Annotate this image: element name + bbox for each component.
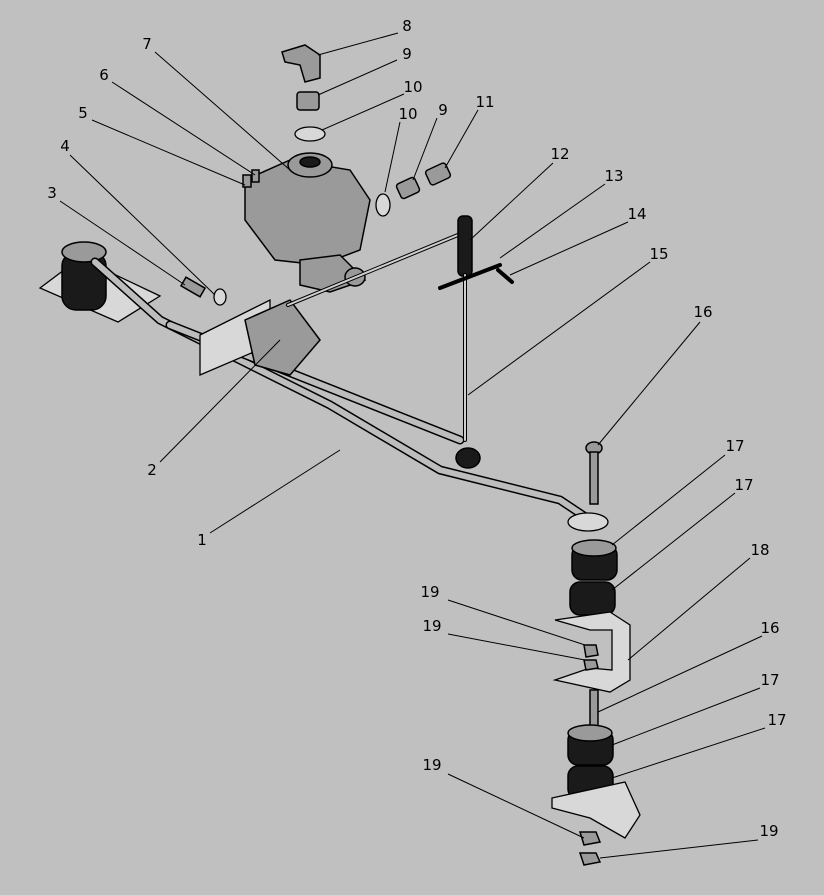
callout-19c: 19 [422,756,442,774]
callout-10b: 10 [398,105,418,123]
callout-18: 18 [750,541,770,559]
cotter-pin-14 [496,268,514,284]
callout-17a: 17 [725,437,745,455]
lower-mount-plate [551,781,641,839]
callout-3: 3 [47,184,57,202]
callout-17d: 17 [767,711,787,729]
bushing-17a-top [571,539,617,557]
bracket-18 [552,611,631,693]
callout-16: 16 [693,303,713,321]
callout-7: 7 [142,35,152,53]
callout-16b: 16 [760,619,780,637]
rod-end-12 [457,215,473,277]
nut-6 [251,169,260,183]
lever-end-eye [567,512,609,532]
clip-13 [438,263,502,290]
callout-15: 15 [649,245,669,263]
washer-10b [375,193,391,217]
callout-12: 12 [550,145,570,163]
left-bushing-top [61,241,107,263]
elbow-fitting-8 [281,44,321,83]
nut-19d [578,852,602,866]
callout-17c: 17 [760,671,780,689]
lever-1-highlight [92,259,593,523]
callout-13: 13 [604,167,624,185]
bolt-3 [179,276,207,298]
valve-rod-highlight [287,229,471,306]
callout-19a: 19 [420,583,440,601]
callout-19b: 19 [422,617,442,635]
callout-14: 14 [627,205,647,223]
callout-9b: 9 [438,101,448,119]
callout-5: 5 [78,104,88,122]
callout-17b: 17 [734,476,754,494]
callout-9: 9 [402,45,412,63]
callout-19d: 19 [759,822,779,840]
callout-11: 11 [475,93,495,111]
nut-19a [583,644,599,658]
nut-19c [578,831,602,846]
bolt-16-lower [589,689,599,731]
callout-4: 4 [60,137,70,155]
ring-4 [213,288,227,306]
bolt-16-shank [589,451,599,505]
nut-19b [583,659,599,671]
bushing-17b [569,581,616,616]
union-9b [395,176,421,200]
callout-1: 1 [197,531,207,549]
rod-lower-end [455,447,481,469]
washer-10 [294,126,326,142]
callout-2: 2 [147,461,157,479]
callout-6: 6 [99,66,109,84]
valve-port-hole [299,156,321,168]
connector-11 [424,162,452,186]
bushing-17c-top [567,724,613,742]
stud-5 [242,174,252,188]
callout-8: 8 [402,17,412,35]
callout-10: 10 [403,78,423,96]
leader-lines [59,32,766,859]
union-9 [296,91,320,111]
